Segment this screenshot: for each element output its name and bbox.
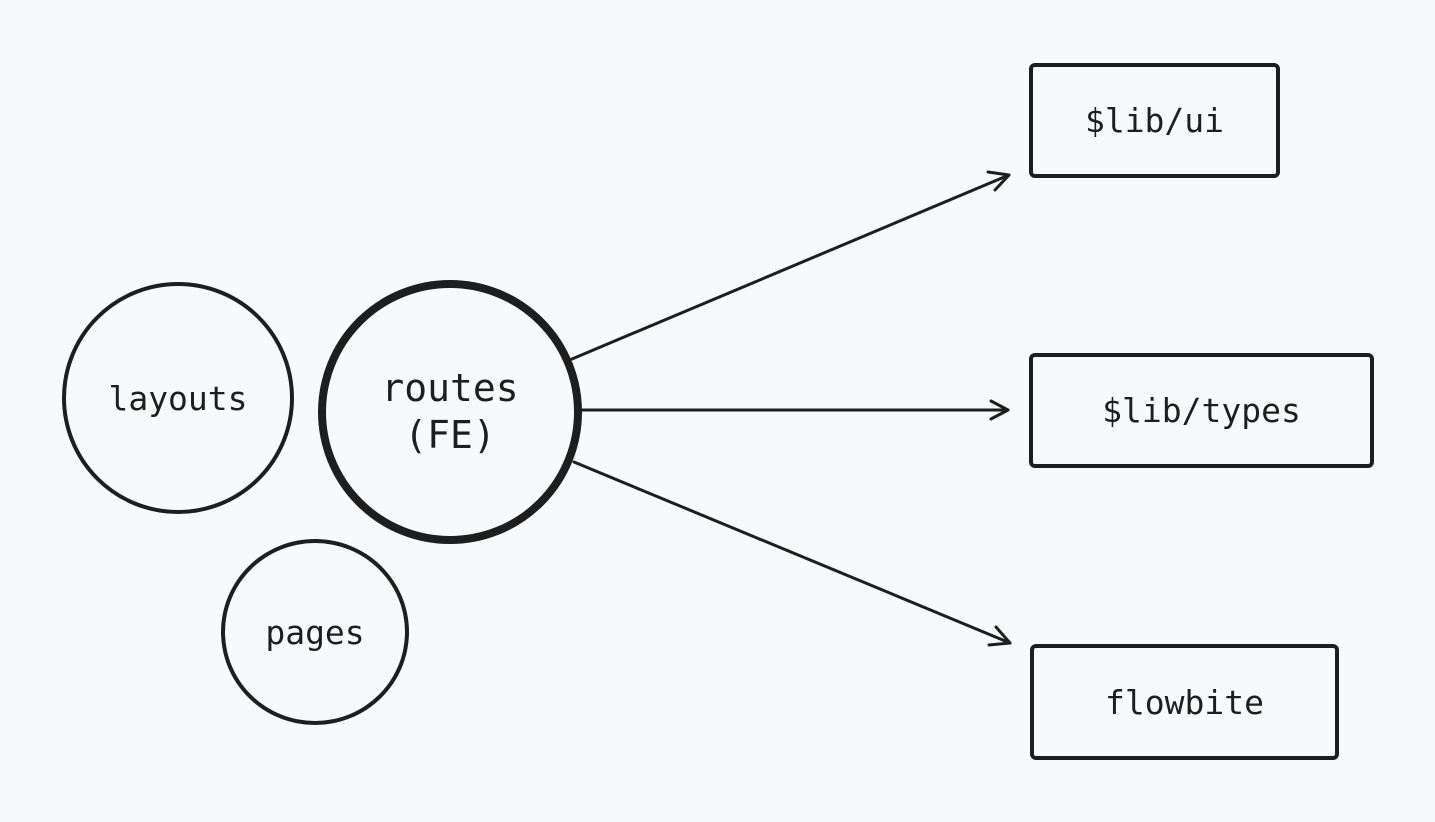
arrowhead-icon: [987, 625, 1012, 647]
node-flowbite-label: flowbite: [1105, 682, 1264, 722]
node-lib-ui: $lib/ui: [1029, 63, 1280, 178]
node-pages-label: pages: [265, 612, 365, 652]
node-lib-ui-label: $lib/ui: [1084, 101, 1225, 140]
edge-routes-to-lib-ui: [570, 170, 1011, 361]
node-routes: routes (FE): [318, 280, 582, 544]
edge-routes-to-flowbite: [572, 460, 1012, 647]
node-routes-label-line2: (FE): [404, 413, 496, 457]
node-layouts-label: layouts: [108, 378, 248, 418]
node-pages: pages: [221, 539, 409, 725]
node-lib-types: $lib/types: [1029, 353, 1374, 468]
node-lib-types-label: $lib/types: [1102, 391, 1301, 430]
arrowhead-icon: [986, 170, 1011, 192]
edge-line: [570, 173, 1011, 361]
node-routes-label-line1: routes: [381, 366, 519, 410]
node-routes-label: routes (FE): [381, 365, 518, 459]
edge-line: [572, 460, 1012, 645]
edge-routes-to-lib-types: [580, 399, 1010, 421]
arrowhead-icon: [989, 399, 1010, 421]
node-flowbite: flowbite: [1030, 644, 1339, 760]
node-layouts: layouts: [62, 282, 294, 514]
